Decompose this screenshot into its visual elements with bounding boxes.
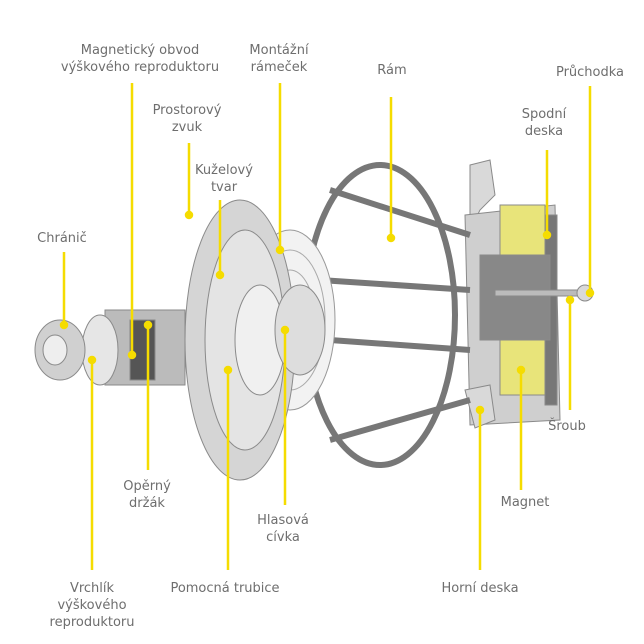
magnet-assembly — [464, 159, 594, 429]
label-line: Rám — [377, 63, 407, 78]
label-mounting-frame: Montážní rámeček — [249, 42, 308, 76]
label-top-plate: Horní deska — [441, 580, 518, 597]
label-tweeter-dome: Vrchlík výškového reproduktoru — [50, 580, 135, 631]
label-magnet: Magnet — [501, 494, 550, 511]
label-line: reproduktoru — [49, 615, 135, 630]
label-line: rámeček — [250, 60, 308, 75]
label-line: Vrchlík — [69, 581, 115, 596]
label-line: zvuk — [171, 120, 203, 135]
label-line: Prostorový — [152, 103, 222, 118]
label-cone: Kuželový tvar — [195, 162, 253, 196]
label-line: Kuželový — [195, 163, 253, 178]
label-frame: Rám — [377, 62, 406, 79]
label-protector: Chránič — [37, 230, 87, 247]
label-bottom-plate: Spodní deska — [522, 106, 567, 140]
label-support-bracket: Opěrný držák — [123, 478, 171, 512]
label-line: Průchodka — [555, 65, 625, 80]
label-line: držák — [129, 496, 165, 511]
label-screw: Šroub — [548, 418, 586, 435]
label-line: Magnetický obvod — [80, 43, 200, 58]
label-line: Magnet — [500, 495, 550, 510]
label-voice-coil: Hlasová cívka — [257, 512, 309, 546]
label-line: výškového reproduktoru — [60, 60, 220, 75]
label-line: Pomocná trubice — [170, 581, 280, 596]
label-line: Spodní — [521, 107, 567, 122]
label-line: deska — [524, 124, 564, 139]
label-line: cívka — [266, 530, 300, 545]
label-line: Chránič — [37, 231, 87, 246]
label-surround: Prostorový zvuk — [153, 102, 222, 136]
label-line: Montážní — [249, 43, 309, 58]
label-line: Horní deska — [441, 581, 519, 596]
leader-lines — [59, 83, 595, 570]
label-auxiliary-tube: Pomocná trubice — [170, 580, 279, 597]
label-magnetic-circuit: Magnetický obvod výškového reproduktoru — [61, 42, 219, 76]
label-line: výškového — [57, 598, 127, 613]
label-line: Hlasová — [257, 513, 309, 528]
label-line: Šroub — [548, 419, 586, 434]
label-grommet: Průchodka — [556, 64, 624, 81]
label-line: tvar — [210, 180, 238, 195]
label-line: Opěrný — [123, 479, 171, 494]
